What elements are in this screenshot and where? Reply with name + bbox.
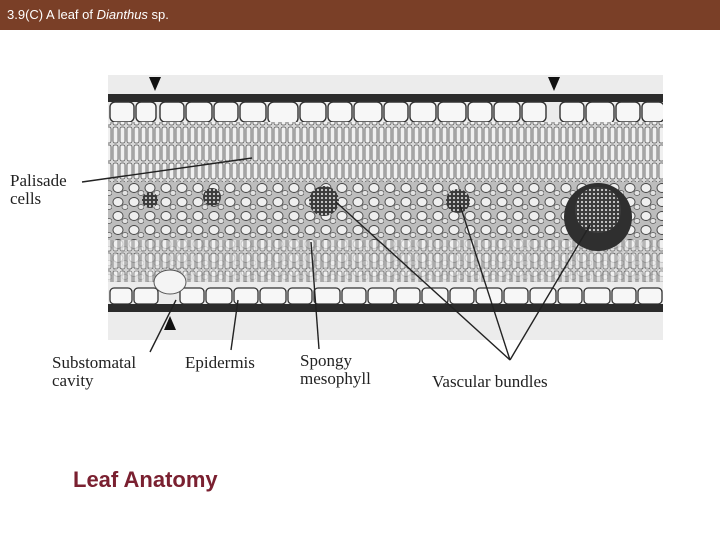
label-spongy-mesophyll: Spongy mesophyll bbox=[300, 351, 371, 388]
genus-name: Dianthus bbox=[96, 7, 148, 22]
slide-caption: 3.9(C) A leaf of Dianthus sp. bbox=[7, 7, 169, 22]
leader-lines bbox=[81, 157, 591, 361]
label-palisade-cells: Palisade cells bbox=[10, 171, 67, 208]
leaf-cross-section bbox=[108, 75, 663, 340]
header-bar: 3.9(C) A leaf of Dianthus sp. bbox=[0, 0, 720, 30]
vascular-bundles bbox=[142, 183, 632, 251]
label-vascular-bundles: Vascular bundles bbox=[432, 372, 548, 391]
slide-title: Leaf Anatomy bbox=[73, 467, 218, 492]
label-epidermis: Epidermis bbox=[185, 353, 255, 372]
label-substomatal-cavity: Substomatal cavity bbox=[52, 353, 137, 390]
